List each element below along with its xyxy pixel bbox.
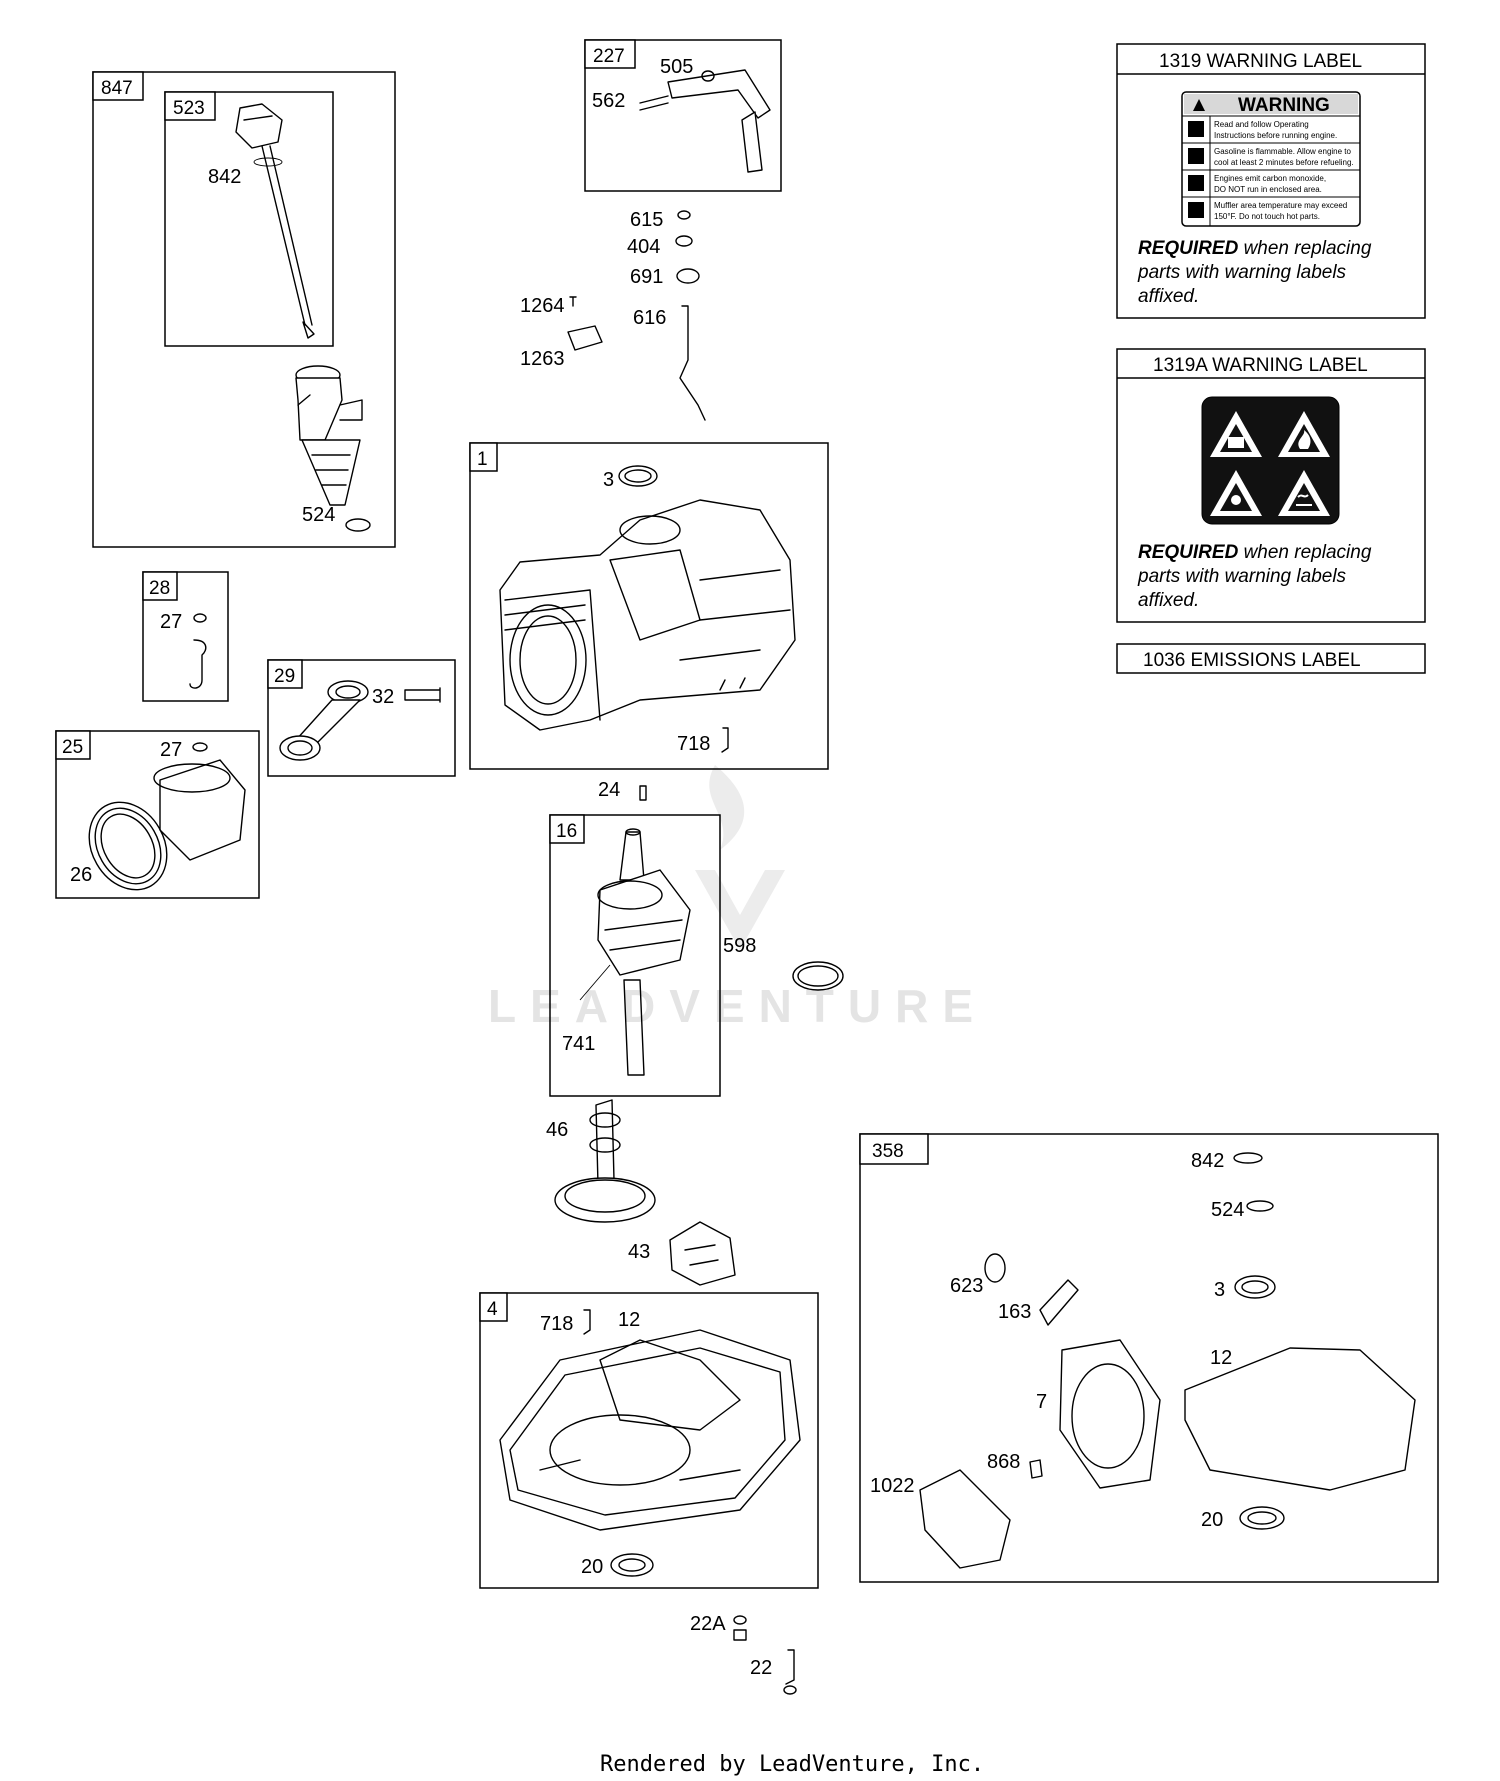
callout-842-gasket[interactable]: 842 (1191, 1150, 1224, 1172)
callout-623[interactable]: 623 (950, 1275, 983, 1297)
callout-12[interactable]: 12 (618, 1309, 640, 1331)
assembly-28-label: 28 (149, 578, 170, 599)
emissions-label-1036-title: 1036 EMISSIONS LABEL (1143, 650, 1361, 671)
assembly-25[interactable]: 25 27 26 (55, 730, 260, 904)
assembly-1-label: 1 (477, 449, 488, 470)
footer-credit: Rendered by LeadVenture, Inc. (600, 1752, 984, 1777)
decal-line-8: 150°F. Do not touch hot parts. (1214, 212, 1320, 221)
callout-12-gasket[interactable]: 12 (1210, 1347, 1232, 1369)
warning-1319A-note-line2: parts with warning labels (1137, 566, 1347, 587)
callout-615[interactable]: 615 (630, 209, 663, 231)
callout-524-gasket[interactable]: 524 (1211, 1199, 1244, 1221)
governor-small-parts: 615 404 691 1264 616 1263 (520, 209, 706, 421)
warning-1319-note-line3: affixed. (1138, 286, 1199, 307)
assembly-4-label: 4 (487, 1299, 498, 1320)
warning-label-1319A[interactable]: 1319A WARNING LABEL (1116, 348, 1426, 623)
callout-20[interactable]: 20 (581, 1556, 603, 1578)
assembly-358-label: 358 (872, 1141, 904, 1162)
assembly-227-label: 227 (593, 46, 625, 67)
warning-1319A-note-line3: affixed. (1138, 590, 1199, 611)
assembly-16-label: 16 (556, 821, 577, 842)
callout-404[interactable]: 404 (627, 236, 660, 258)
assembly-25-label: 25 (62, 737, 83, 758)
warning-decal: WARNING Read and follow Operating Instru… (1181, 91, 1361, 227)
callout-27-piston[interactable]: 27 (160, 739, 182, 761)
assembly-1[interactable]: 1 3 718 (469, 442, 829, 770)
decal-line-4: cool at least 2 minutes before refueling… (1214, 158, 1354, 167)
callout-842[interactable]: 842 (208, 166, 241, 188)
warning-label-1319[interactable]: 1319 WARNING LABEL WARNING Read and foll… (1116, 43, 1426, 319)
fire-icon (1188, 148, 1204, 164)
assembly-847[interactable]: 847 523 842 524 (92, 71, 396, 548)
part-46-43: 46 43 (546, 1099, 736, 1286)
hot-surface-pictogram (1278, 470, 1330, 516)
callout-868[interactable]: 868 (987, 1451, 1020, 1473)
warning-1319A-note-line1: REQUIRED when replacing (1138, 542, 1372, 563)
hot-surface-icon (1188, 202, 1204, 218)
fire-pictogram (1278, 411, 1330, 457)
decal-line-7: Muffler area temperature may exceed (1214, 201, 1347, 210)
callout-7[interactable]: 7 (1036, 1391, 1047, 1413)
assembly-358[interactable]: 358 842 524 623 163 3 12 7 868 1022 20 (859, 1133, 1439, 1583)
decal-line-1: Read and follow Operating (1214, 120, 1309, 129)
assembly-29-label: 29 (274, 666, 295, 687)
callout-718[interactable]: 718 (677, 733, 710, 755)
manual-icon (1188, 121, 1204, 137)
assembly-227[interactable]: 227 505 562 (584, 39, 782, 192)
emissions-label-1036[interactable]: 1036 EMISSIONS LABEL (1116, 643, 1426, 674)
watermark: LEADVENTURE (488, 765, 987, 1032)
warning-decal-heading: WARNING (1238, 95, 1330, 116)
callout-1263[interactable]: 1263 (520, 348, 565, 370)
callout-46[interactable]: 46 (546, 1119, 568, 1141)
callout-718-sump[interactable]: 718 (540, 1313, 573, 1335)
assembly-847-label: 847 (101, 78, 133, 99)
callout-524[interactable]: 524 (302, 504, 335, 526)
callout-741[interactable]: 741 (562, 1033, 595, 1055)
callout-43[interactable]: 43 (628, 1241, 650, 1263)
callout-562[interactable]: 562 (592, 90, 625, 112)
assembly-523-label: 523 (173, 98, 205, 119)
decal-line-3: Gasoline is flammable. Allow engine to (1214, 147, 1352, 156)
watermark-text: LEADVENTURE (488, 980, 987, 1032)
callout-3-gasket[interactable]: 3 (1214, 1279, 1225, 1301)
callout-1264[interactable]: 1264 (520, 295, 565, 317)
callout-24[interactable]: 24 (598, 779, 620, 801)
exhaust-icon (1188, 175, 1204, 191)
warning-1319-note-line1: REQUIRED when replacing (1138, 238, 1372, 259)
assembly-4[interactable]: 4 718 12 20 (479, 1292, 819, 1589)
callout-32[interactable]: 32 (372, 686, 394, 708)
decal-line-2: Instructions before running engine. (1214, 131, 1337, 140)
warning-label-1319-title: 1319 WARNING LABEL (1159, 51, 1362, 72)
callout-598[interactable]: 598 (723, 935, 756, 957)
callout-3[interactable]: 3 (603, 469, 614, 491)
assembly-523[interactable]: 523 (164, 91, 334, 347)
callout-1022[interactable]: 1022 (870, 1475, 915, 1497)
callout-505[interactable]: 505 (660, 56, 693, 78)
exhaust-pictogram (1210, 470, 1262, 516)
callout-163[interactable]: 163 (998, 1301, 1031, 1323)
callout-22[interactable]: 22 (750, 1657, 772, 1679)
decal-line-6: DO NOT run in enclosed area. (1214, 185, 1322, 194)
assembly-29[interactable]: 29 32 (267, 659, 456, 777)
manual-pictogram (1210, 411, 1262, 457)
callout-22A[interactable]: 22A (690, 1613, 726, 1635)
callout-616[interactable]: 616 (633, 307, 666, 329)
decal-line-5: Engines emit carbon monoxide, (1214, 174, 1326, 183)
callout-26[interactable]: 26 (70, 864, 92, 886)
callout-27[interactable]: 27 (160, 611, 182, 633)
warning-label-1319A-title: 1319A WARNING LABEL (1153, 355, 1368, 376)
assembly-16[interactable]: 16 598 741 (549, 814, 844, 1097)
callout-20-gasket[interactable]: 20 (1201, 1509, 1223, 1531)
callout-691[interactable]: 691 (630, 266, 663, 288)
warning-1319-note-line2: parts with warning labels (1137, 262, 1347, 283)
assembly-28[interactable]: 28 27 (142, 571, 229, 702)
part-22-22A: 22A 22 (690, 1613, 797, 1695)
pictogram-decal (1201, 396, 1340, 525)
part-24: 24 (598, 779, 647, 801)
